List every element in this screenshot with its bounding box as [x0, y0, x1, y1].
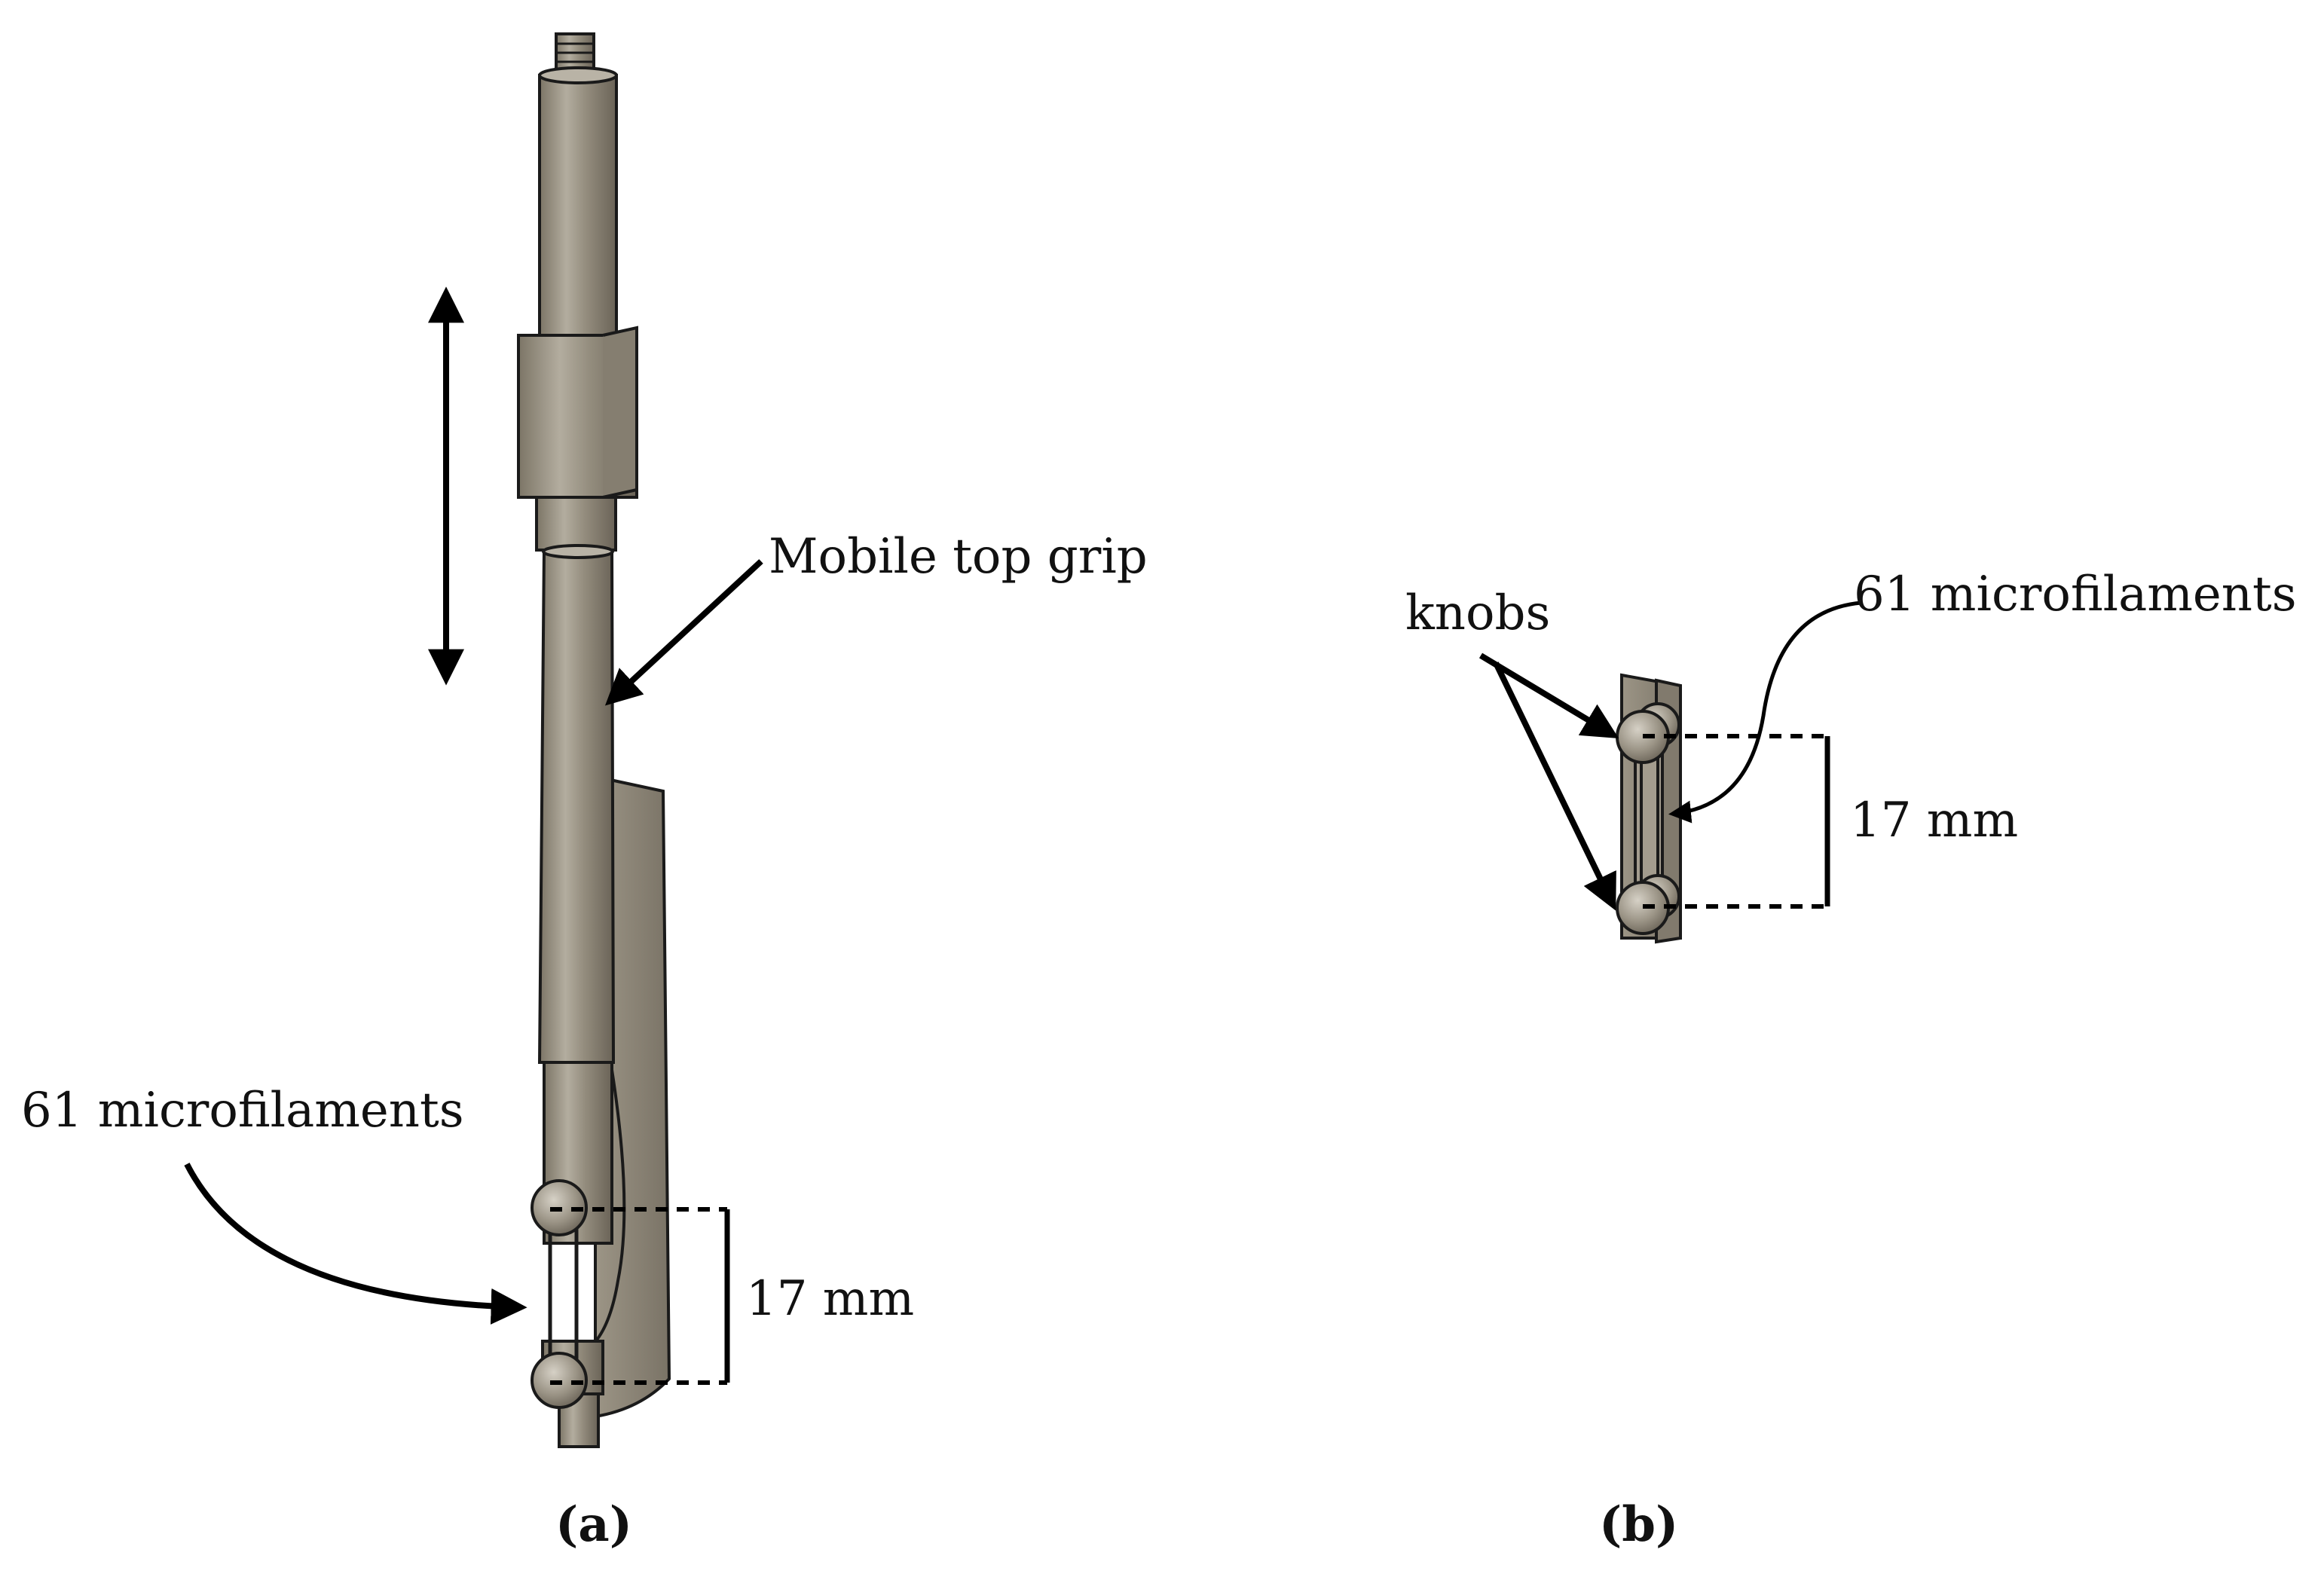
label-microfilaments-a: 61 microfilaments: [21, 1083, 464, 1138]
label-microfilaments-b: 61 microfilaments: [1854, 567, 2297, 622]
microfilaments-pointer-b: [1668, 601, 1862, 824]
label-gauge-a: 17 mm: [746, 1271, 914, 1327]
upper-rod: [538, 74, 618, 337]
label-knobs: knobs: [1405, 585, 1550, 641]
caption-b: (b): [1599, 1496, 1678, 1553]
label-gauge-b: 17 mm: [1850, 793, 2018, 848]
mobile-top-grip-shaft: [537, 549, 616, 1064]
knob-pointer-top: [1478, 653, 1619, 738]
caption-a: (a): [555, 1496, 632, 1553]
microfilaments-pointer-a: [184, 1163, 527, 1325]
label-mobile-top-grip: Mobile top grip: [769, 529, 1148, 585]
knob-pointer-bottom: [1493, 662, 1616, 911]
panel-b-drawing: [1478, 601, 1862, 944]
mobile-grip-pointer: [604, 559, 763, 706]
panel-a-drawing: [184, 32, 763, 1448]
